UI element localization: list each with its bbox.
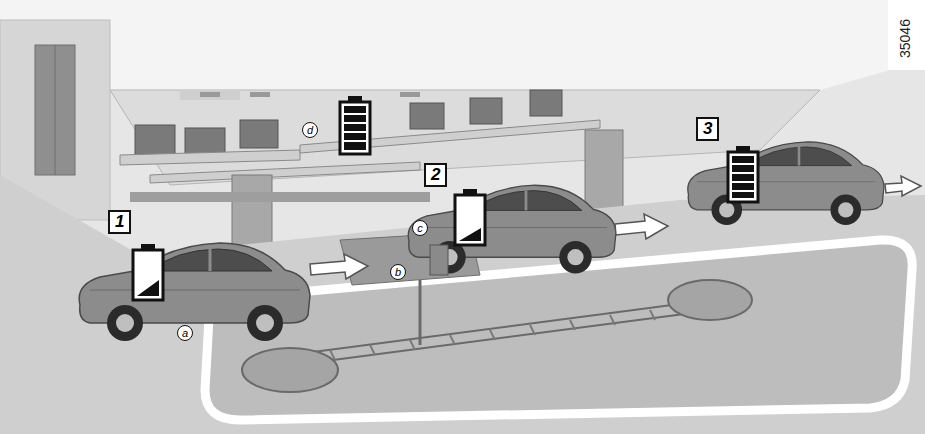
callout-number: 3 (696, 117, 719, 141)
callout-number: 1 (108, 210, 131, 234)
callout-number: 2 (424, 163, 447, 187)
battery-icon (728, 146, 758, 202)
battery-icon (340, 96, 370, 154)
battery-icon (455, 189, 485, 245)
reference-number: 35046 (897, 19, 913, 58)
callout-letter: c (412, 220, 428, 236)
battery-icon (133, 244, 163, 300)
callout-letter: d (302, 122, 318, 138)
callout-letter: a (177, 325, 193, 341)
callout-letter: b (390, 264, 406, 280)
